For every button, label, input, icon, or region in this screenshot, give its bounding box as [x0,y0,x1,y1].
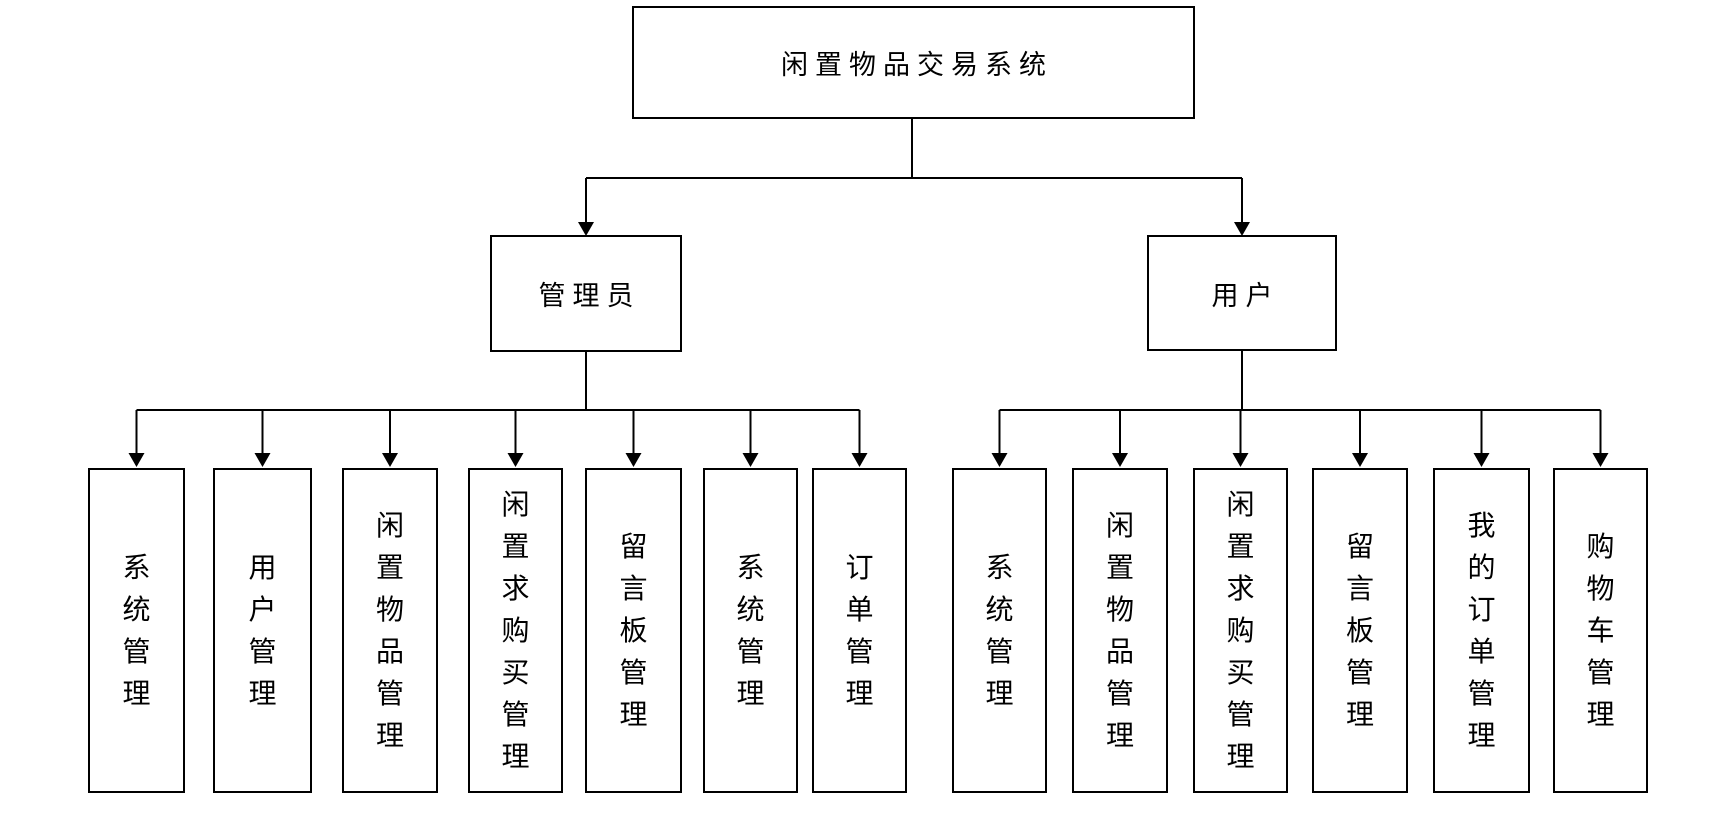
node-root: 闲置物品交易系统 [632,6,1195,119]
node-user-child-wanted-buy: 闲置求购买管理 [1193,468,1288,793]
arrowhead [1352,453,1368,467]
node-user: 用户 [1147,235,1337,351]
node-user-label: 用户 [1211,280,1280,311]
node-label: 闲置求购买管理 [1226,488,1255,772]
node-user-child-cart: 购物车管理 [1553,468,1648,793]
node-label: 留言板管理 [619,530,648,730]
arrowhead [1234,222,1250,236]
arrowhead [128,453,145,467]
node-label: 系统管理 [985,551,1014,709]
level2-arrowheads [578,222,1250,236]
node-admin-child-idle-items: 闲置物品管理 [342,468,438,793]
node-admin-child-orders: 订单管理 [812,468,907,793]
admin-arrowheads [128,453,868,467]
node-admin-child-system: 系统管理 [88,468,185,793]
node-admin-label: 管理员 [538,281,641,311]
node-user-child-idle-items: 闲置物品管理 [1072,468,1168,793]
arrowhead [851,453,868,467]
node-admin: 管理员 [490,235,682,352]
arrowhead [1112,453,1128,467]
node-label: 闲置物品管理 [375,509,404,751]
arrowhead [578,222,594,236]
arrowhead [1232,453,1249,467]
node-label: 我的订单管理 [1467,509,1496,751]
arrowhead [742,453,759,467]
node-root-label: 闲置物品交易系统 [781,50,1053,80]
node-label: 系统管理 [736,551,765,709]
node-label: 订单管理 [845,551,874,709]
node-admin-child-users: 用户管理 [213,468,312,793]
arrowhead [254,453,271,467]
node-label: 系统管理 [122,551,151,709]
node-user-child-system: 系统管理 [952,468,1047,793]
arrowhead [1473,453,1490,467]
node-user-child-my-orders: 我的订单管理 [1433,468,1530,793]
level2-connectors [585,119,1243,224]
node-admin-child-wanted-buy: 闲置求购买管理 [468,468,563,793]
node-admin-child-system-2: 系统管理 [703,468,798,793]
arrowhead [382,453,398,467]
node-label: 购物车管理 [1586,530,1615,730]
arrowhead [625,453,642,467]
node-label: 闲置求购买管理 [501,488,530,772]
arrowhead [991,453,1008,467]
node-label: 留言板管理 [1345,530,1374,730]
arrowhead [1592,453,1609,467]
node-user-child-message-board: 留言板管理 [1312,468,1408,793]
node-label: 闲置物品管理 [1105,509,1134,751]
arrowhead [507,453,524,467]
user-connectors [998,351,1602,454]
user-arrowheads [991,453,1609,467]
admin-connectors [135,351,861,454]
node-admin-child-message-board: 留言板管理 [585,468,682,793]
node-label: 用户管理 [248,551,277,709]
